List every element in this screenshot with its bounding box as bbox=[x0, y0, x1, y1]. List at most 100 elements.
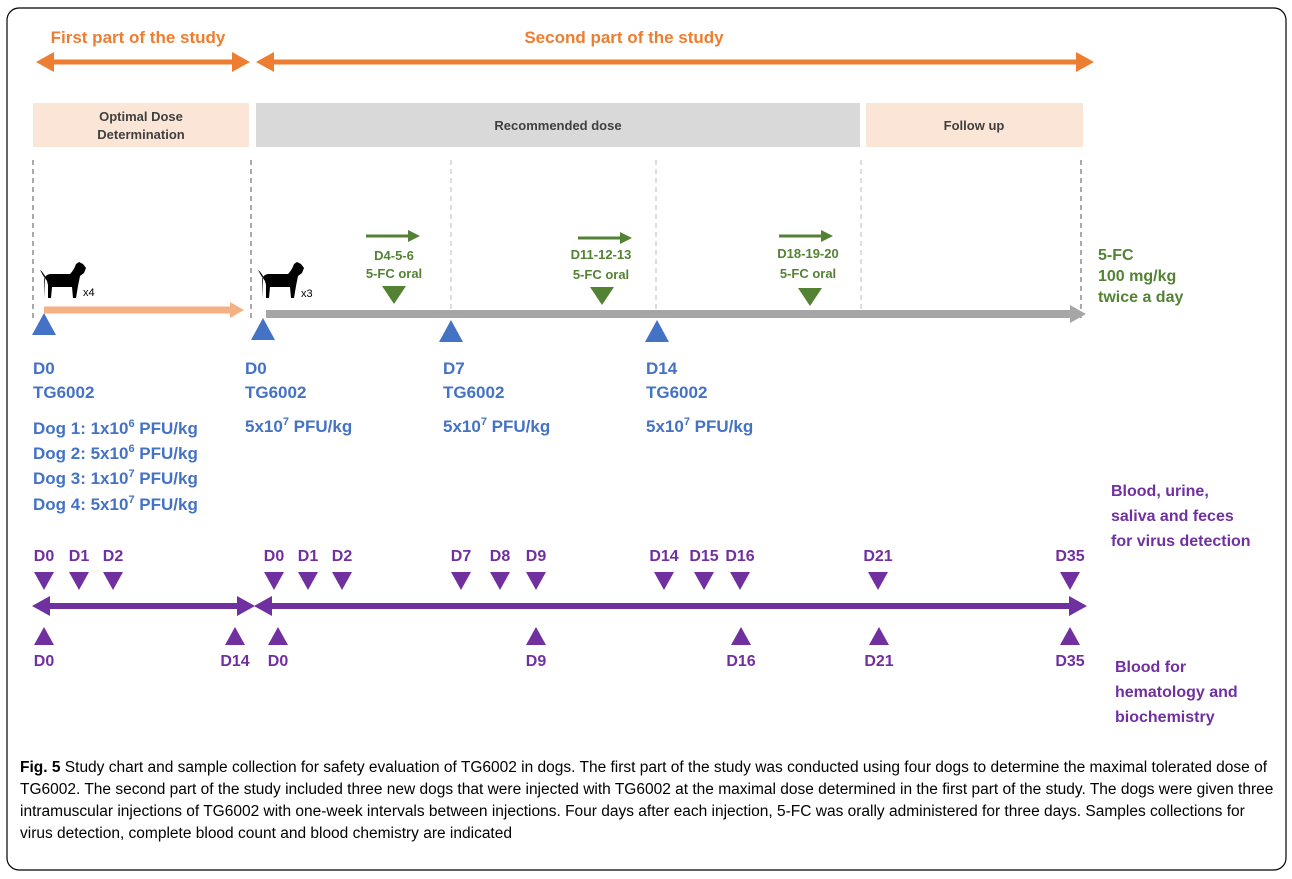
fc-marker-icon bbox=[382, 286, 406, 304]
virus-sample-day: D7 bbox=[451, 548, 472, 565]
fc-course-3-days: D18-19-20 bbox=[777, 246, 838, 261]
caption-fig-number: Fig. 5 bbox=[20, 759, 61, 776]
blood-sample-marker-icon bbox=[731, 627, 751, 645]
fc-course-2: D11-12-13 5-FC oral bbox=[571, 232, 632, 305]
phase-first-title: First part of the study bbox=[51, 28, 226, 47]
virus-sample-marker-icon bbox=[526, 572, 546, 590]
virus-sample-marker-icon bbox=[1060, 572, 1080, 590]
svg-text:TG6002: TG6002 bbox=[443, 383, 504, 402]
dog-count-second: x3 bbox=[301, 288, 313, 300]
virus-sample-marker-icon bbox=[332, 572, 352, 590]
blood-sample-day: D9 bbox=[526, 653, 547, 670]
figure-caption: Fig. 5 Study chart and sample collection… bbox=[20, 757, 1275, 845]
phase-second-title: Second part of the study bbox=[524, 28, 724, 47]
fc-course-1-route: 5-FC oral bbox=[366, 266, 422, 281]
timeline-dividers bbox=[32, 160, 1082, 318]
blood-sample-marker-icon bbox=[869, 627, 889, 645]
virus-sample-day: D35 bbox=[1055, 548, 1084, 565]
svg-text:TG6002: TG6002 bbox=[245, 383, 306, 402]
virus-sample-label-2: saliva and feces bbox=[1111, 508, 1234, 525]
first-injection-product: TG6002 bbox=[33, 383, 94, 402]
virus-sample-day: D21 bbox=[863, 548, 892, 565]
svg-text:5x107 PFU/kg: 5x107 PFU/kg bbox=[245, 416, 352, 436]
fc-course-2-route: 5-FC oral bbox=[573, 267, 629, 282]
dose-dog-1: Dog 1: 1x106 PFU/kg bbox=[33, 418, 198, 438]
blood-sample-marker-icon bbox=[526, 627, 546, 645]
virus-sample-marker-icon bbox=[103, 572, 123, 590]
sampling-timeline-first bbox=[32, 596, 255, 616]
sampling-timeline-second bbox=[254, 596, 1087, 616]
svg-text:5x107 PFU/kg: 5x107 PFU/kg bbox=[646, 416, 753, 436]
virus-sample-marker-icon bbox=[868, 572, 888, 590]
fc-dose-line2: 100 mg/kg bbox=[1098, 268, 1176, 285]
injection-marker-icon bbox=[32, 313, 56, 335]
virus-sample-day: D1 bbox=[69, 548, 90, 565]
virus-sample-marker-icon bbox=[34, 572, 54, 590]
week-dividers bbox=[450, 160, 862, 318]
injection-marker-icon bbox=[251, 318, 275, 340]
blood-sample-day: D0 bbox=[268, 653, 289, 670]
blood-sample-marker-icon bbox=[34, 627, 54, 645]
band-recommended-label: Recommended dose bbox=[494, 118, 621, 133]
virus-sample-day: D8 bbox=[490, 548, 511, 565]
band-recommended-dose bbox=[256, 103, 860, 147]
virus-sample-day: D15 bbox=[689, 548, 718, 565]
dose-dog-4: Dog 4: 5x107 PFU/kg bbox=[33, 494, 198, 514]
fc-dose-line3: twice a day bbox=[1098, 289, 1183, 306]
virus-sample-day: D0 bbox=[264, 548, 285, 565]
fc-course-3: D18-19-20 5-FC oral bbox=[777, 230, 839, 306]
caption-text: Study chart and sample collection for sa… bbox=[20, 759, 1274, 842]
figure-border bbox=[6, 7, 1287, 871]
svg-text:5x107 PFU/kg: 5x107 PFU/kg bbox=[443, 416, 550, 436]
band-optimal-line2: Determination bbox=[97, 127, 184, 142]
blood-sample-marker-icon bbox=[1060, 627, 1080, 645]
fc-course-3-route: 5-FC oral bbox=[780, 266, 836, 281]
first-injection-day: D0 bbox=[33, 359, 55, 378]
dose-dog-3: Dog 3: 1x107 PFU/kg bbox=[33, 468, 198, 488]
virus-sample-marker-icon bbox=[69, 572, 89, 590]
blood-sample-label-2: hematology and bbox=[1115, 684, 1238, 701]
virus-sample-day: D9 bbox=[526, 548, 547, 565]
fc-course-1: D4-5-6 5-FC oral bbox=[366, 230, 422, 304]
virus-sample-marker-icon bbox=[298, 572, 318, 590]
virus-sample-marker-icon bbox=[264, 572, 284, 590]
svg-text:TG6002: TG6002 bbox=[646, 383, 707, 402]
injection-d7: D7 TG6002 5x107 PFU/kg bbox=[443, 359, 550, 436]
fc-marker-icon bbox=[798, 288, 822, 306]
dog-count-first: x4 bbox=[83, 287, 95, 299]
virus-sample-day: D0 bbox=[34, 548, 55, 565]
virus-sample-day: D14 bbox=[649, 548, 678, 565]
injection-d0: D0 TG6002 5x107 PFU/kg bbox=[245, 359, 352, 436]
blood-sample-marker-icon bbox=[268, 627, 288, 645]
virus-sample-day: D1 bbox=[298, 548, 319, 565]
virus-sample-marker-icon bbox=[654, 572, 674, 590]
fc-course-2-days: D11-12-13 bbox=[571, 247, 632, 262]
blood-sample-day: D35 bbox=[1055, 653, 1084, 670]
band-follow-up-label: Follow up bbox=[944, 118, 1005, 133]
injection-marker-icon bbox=[439, 320, 463, 342]
phase-second-arrow bbox=[256, 52, 1094, 72]
virus-sample-day: D16 bbox=[725, 548, 754, 565]
svg-text:D14: D14 bbox=[646, 359, 678, 378]
virus-sample-marker-icon bbox=[451, 572, 471, 590]
fc-dose-line1: 5-FC bbox=[1098, 247, 1134, 264]
svg-text:D7: D7 bbox=[443, 359, 465, 378]
band-follow-up bbox=[866, 103, 1083, 147]
virus-sample-marker-icon bbox=[694, 572, 714, 590]
injection-d14: D14 TG6002 5x107 PFU/kg bbox=[646, 359, 753, 436]
virus-sample-marker-icon bbox=[730, 572, 750, 590]
band-optimal-line1: Optimal Dose bbox=[99, 109, 183, 124]
svg-text:D0: D0 bbox=[245, 359, 267, 378]
blood-sample-marker-icon bbox=[225, 627, 245, 645]
band-optimal-dose bbox=[33, 103, 249, 147]
blood-sample-label-3: biochemistry bbox=[1115, 709, 1215, 726]
virus-sample-marker-icon bbox=[490, 572, 510, 590]
virus-sample-label-1: Blood, urine, bbox=[1111, 483, 1209, 500]
first-part-timeline-arrow bbox=[44, 302, 244, 318]
blood-sample-label-1: Blood for bbox=[1115, 659, 1186, 676]
virus-sample-label-3: for virus detection bbox=[1111, 533, 1251, 550]
virus-sample-day: D2 bbox=[332, 548, 353, 565]
